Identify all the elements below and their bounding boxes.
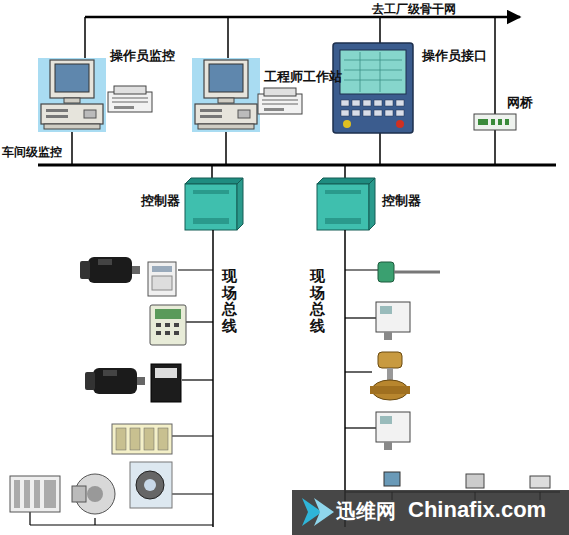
device-box: 网桥 bbox=[505, 93, 535, 113]
bus-label: 现场总线 bbox=[222, 268, 237, 334]
device-label: 工程师工作站 bbox=[264, 68, 342, 86]
device-label: 网桥 bbox=[507, 94, 533, 112]
device-box: 控制器 bbox=[139, 191, 182, 211]
network-label: 去工厂级骨干网 bbox=[372, 1, 456, 18]
device-label: 操作员监控 bbox=[110, 47, 175, 65]
device-box: 控制器 bbox=[380, 191, 423, 211]
watermark: Chinafix.com bbox=[408, 497, 546, 523]
device-label: 操作员接口 bbox=[422, 47, 487, 65]
level-label: 车间级监控 bbox=[2, 144, 62, 161]
device-label: 控制器 bbox=[141, 192, 180, 210]
watermark: 迅维网 bbox=[336, 498, 396, 525]
device-box: 工程师工作站 bbox=[262, 67, 344, 87]
device-box: 操作员接口 bbox=[420, 46, 489, 66]
bus-label: 现场总线 bbox=[310, 268, 325, 334]
device-box: 操作员监控 bbox=[108, 46, 177, 66]
device-label: 控制器 bbox=[382, 192, 421, 210]
